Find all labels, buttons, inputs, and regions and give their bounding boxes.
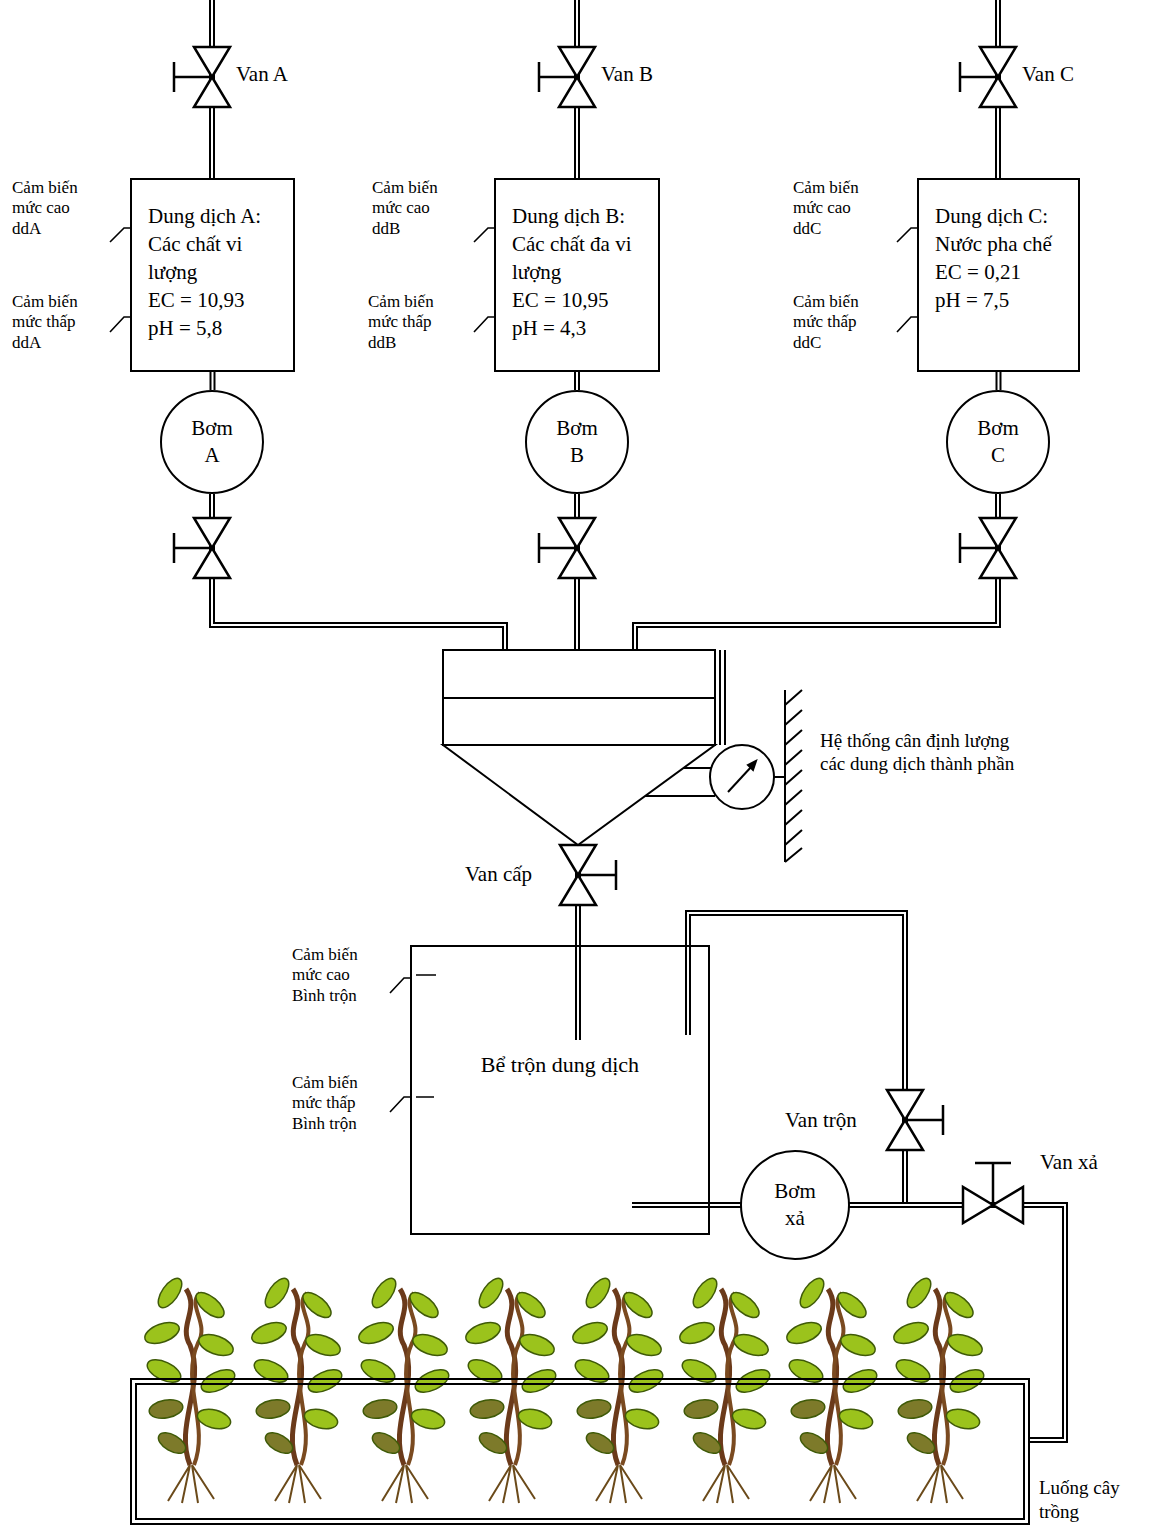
node-text: pH = 4,3 — [512, 314, 650, 342]
node-text: Bơm B — [553, 415, 601, 469]
solution-tank: Dung dịch B: Các chất đa vi lượngEC = 10… — [494, 178, 660, 372]
sensor-label: Cảm biến mức thấp ddA — [12, 292, 100, 353]
sensor-label: Cảm biến mức thấp ddC — [793, 292, 881, 353]
sensor-label: Cảm biến mức thấp ddB — [368, 292, 460, 353]
sensor-label: Cảm biến mức cao ddA — [12, 178, 100, 239]
pipe-inner — [212, 372, 214, 390]
sensor-label: Cảm biến mức cao Bình trộn — [292, 945, 380, 1006]
mixing-tank: Bể trộn dung dịch — [410, 945, 710, 1235]
part-label: Van A — [236, 62, 288, 87]
pipe-inner — [576, 372, 578, 390]
node-text: Dung dịch C: Nước pha chế — [935, 202, 1070, 258]
pipe-connector — [709, 1205, 741, 1206]
pipe-connector — [577, 372, 578, 390]
pipe-outer — [709, 1202, 741, 1208]
pipe-outer — [996, 372, 1002, 390]
pump-circle: Bơm A — [160, 390, 264, 494]
node-text: Luống cây trồng — [1039, 1476, 1131, 1524]
plant-bed: Luống cây trồng — [130, 1378, 1030, 1525]
node-text: Bơm C — [974, 415, 1022, 469]
sensor-label: Cảm biến mức cao ddB — [372, 178, 460, 239]
node-text: Dung dịch B: Các chất đa vi lượng — [512, 202, 650, 286]
node-text: pH = 7,5 — [935, 286, 1070, 314]
node-text: EC = 10,93 — [148, 286, 285, 314]
pipe-outer — [210, 372, 216, 390]
pipe-connector — [849, 1205, 1065, 1440]
part-label: Van B — [601, 62, 653, 87]
node-text: Bơm xả — [771, 1178, 819, 1232]
part-label: Van cấp — [465, 862, 532, 887]
pipe-inner — [709, 1204, 741, 1206]
node-text: Bơm A — [188, 415, 236, 469]
part-label: Van xả — [1040, 1150, 1098, 1175]
pipe-outer — [574, 372, 580, 390]
node-text: EC = 0,21 — [935, 258, 1070, 286]
pipe-connector — [212, 372, 213, 390]
part-label: Van trộn — [785, 1108, 857, 1133]
pump-circle: Bơm C — [946, 390, 1050, 494]
pump-circle: Bơm xả — [740, 1150, 850, 1260]
pipe-connector — [998, 372, 999, 390]
solution-tank: Dung dịch A: Các chất vi lượngEC = 10,93… — [130, 178, 295, 372]
part-label: Hệ thống cân định lượng các dung dịch th… — [820, 730, 1035, 776]
sensor-label: Cảm biến mức cao ddC — [793, 178, 881, 239]
pipe-outer — [849, 1205, 1065, 1440]
solution-tank: Dung dịch C: Nước pha chếEC = 0,21pH = 7… — [917, 178, 1080, 372]
node-text: pH = 5,8 — [148, 314, 285, 342]
pipe-inner — [998, 372, 1000, 390]
part-label: Van C — [1022, 62, 1074, 87]
node-text: Bể trộn dung dịch — [412, 1051, 708, 1079]
node-text: EC = 10,95 — [512, 286, 650, 314]
node-text: Dung dịch A: Các chất vi lượng — [148, 202, 285, 286]
sensor-label: Cảm biến mức thấp Bình trộn — [292, 1073, 384, 1134]
pump-circle: Bơm B — [525, 390, 629, 494]
pipe-inner — [849, 1205, 1065, 1440]
